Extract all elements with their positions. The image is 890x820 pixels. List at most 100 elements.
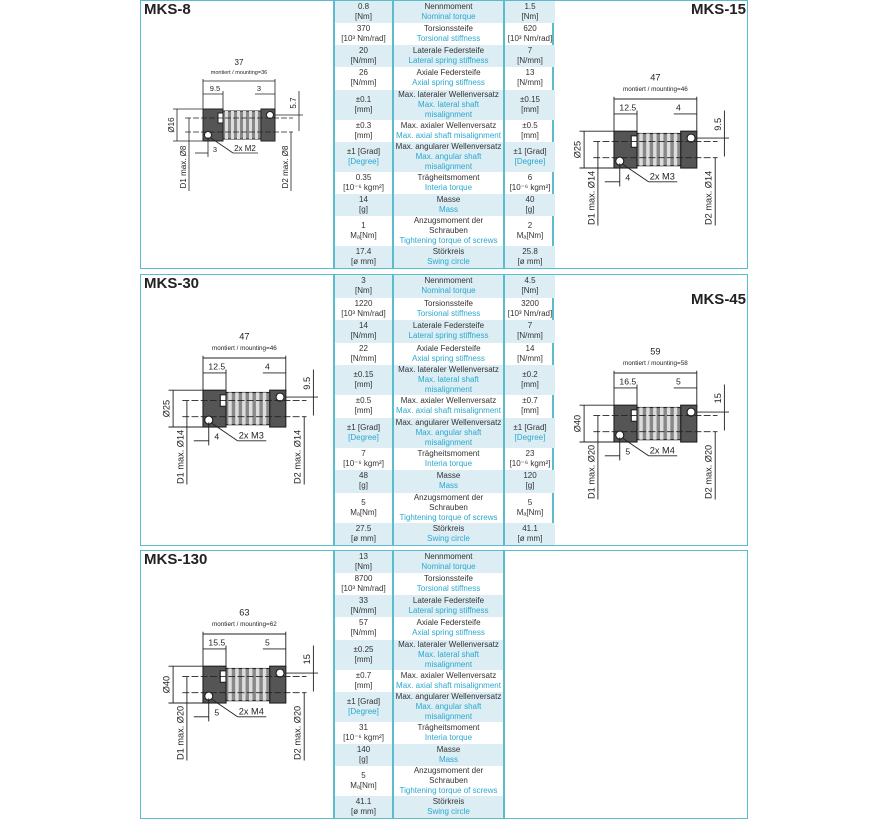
label-de: Torsionssteife: [424, 24, 473, 34]
spec-value: ±1 [Grad][Degree]: [505, 141, 555, 172]
value: 40: [525, 194, 535, 204]
label-de: Max. angularer Wellenversatz: [395, 691, 502, 701]
value: ±0.3: [355, 120, 372, 130]
unit: [10⁻⁶ kgm²]: [509, 182, 551, 192]
dimension-label: 59: [650, 347, 660, 357]
spec-value: 3200[10³ Nm/rad]: [505, 298, 555, 321]
label-de: Max. angularer Wellenversatz: [395, 141, 502, 151]
spec-value: 27.5[ø mm]: [335, 522, 392, 545]
label-en: Torsional stiffness: [416, 34, 481, 44]
spec-value: 13[N/mm]: [505, 67, 555, 89]
dimension-label: 15: [713, 393, 723, 403]
value: ±1 [Grad]: [513, 422, 547, 432]
label-de: Anzugsmoment der Schrauben: [413, 492, 484, 512]
spec-value: ±1 [Grad][Degree]: [335, 141, 392, 172]
label-de: Nennmoment: [424, 276, 473, 286]
unit: [mm]: [354, 104, 373, 114]
unit: Mₐ[Nm]: [350, 230, 377, 240]
unit: [Nm]: [521, 12, 539, 22]
spec-value: ±0.5[mm]: [505, 120, 555, 142]
unit: [N/mm]: [517, 56, 543, 66]
spec-value: 13[Nm]: [335, 551, 392, 574]
label-de: Störkreis: [432, 796, 465, 806]
value: 3: [361, 276, 366, 286]
dimension-label: 3: [257, 84, 261, 93]
unit: [N/mm]: [517, 78, 543, 88]
dimension-label: 16.5: [619, 377, 636, 387]
unit: [N/mm]: [350, 78, 377, 88]
unit: [mm]: [354, 680, 373, 690]
value: 48: [359, 471, 368, 481]
label-de: Max. axialer Wellenversatz: [400, 670, 497, 680]
dimension-label: D1 max. Ø8: [179, 145, 188, 188]
label-de: Masse: [436, 744, 461, 754]
unit: [mm]: [354, 380, 373, 389]
value: 7: [527, 321, 533, 331]
label-de: Torsionssteife: [424, 298, 473, 308]
unit: [N/mm]: [350, 56, 377, 66]
label-en: Max. axial shaft misalignment: [396, 130, 501, 140]
value: 22: [359, 343, 368, 353]
value: ±0.1: [355, 94, 372, 104]
spec-value: 14[N/mm]: [335, 320, 392, 343]
spec-value: 120[g]: [505, 470, 555, 493]
label-en: Swing circle: [427, 533, 470, 543]
dimension-label: 15: [302, 654, 312, 664]
dimension-label: D2 max. Ø8: [281, 145, 290, 188]
unit: [Degree]: [348, 432, 379, 442]
value: ±1 [Grad]: [513, 146, 547, 156]
label-en: Torsional stiffness: [416, 308, 481, 318]
dimension-label: 9.5: [210, 84, 220, 93]
unit: [10³ Nm/rad]: [507, 34, 553, 44]
unit: Mₐ[Nm]: [516, 507, 544, 517]
dimension-label: 2x M4: [239, 707, 264, 717]
dimension-label: 5: [265, 638, 270, 648]
value: 4.5: [524, 276, 536, 286]
label-en: Mass: [438, 754, 459, 764]
unit: [N/mm]: [350, 353, 377, 363]
dimension-label: Ø25: [162, 400, 172, 417]
unit: [10⁻⁶ kgm²]: [509, 458, 551, 468]
product-title: MKS-30: [144, 275, 200, 292]
unit: [10³ Nm/rad]: [507, 308, 553, 318]
value: 14: [359, 321, 368, 331]
label-en: Torsional stiffness: [416, 584, 481, 594]
label-en: Axial spring stiffness: [412, 78, 485, 88]
dimension-label: Ø40: [573, 415, 583, 432]
unit: Mₐ[Nm]: [350, 507, 377, 517]
spec-value: 26[N/mm]: [335, 67, 392, 89]
unit: [mm]: [354, 130, 373, 140]
dimension-label: D1 max. Ø14: [586, 171, 596, 225]
label-en: Tightening torque of screws: [399, 512, 498, 522]
dimension-label: 4: [625, 173, 630, 183]
dimension-label: montiert / mounting=62: [212, 621, 277, 628]
value: ±0.5: [522, 120, 538, 130]
unit: [g]: [359, 481, 368, 491]
label-de: Max. lateraler Wellenversatz: [398, 365, 499, 374]
label-de: Axiale Federsteife: [416, 68, 481, 78]
value: 33: [359, 596, 368, 606]
value: 3200: [521, 298, 539, 308]
value: 57: [359, 618, 368, 628]
spec-value: 14[g]: [335, 193, 392, 216]
unit: [mm]: [521, 104, 539, 114]
label-en: Swing circle: [427, 806, 470, 816]
label-en: Axial spring stiffness: [412, 353, 485, 363]
unit: [Nm]: [355, 286, 372, 296]
